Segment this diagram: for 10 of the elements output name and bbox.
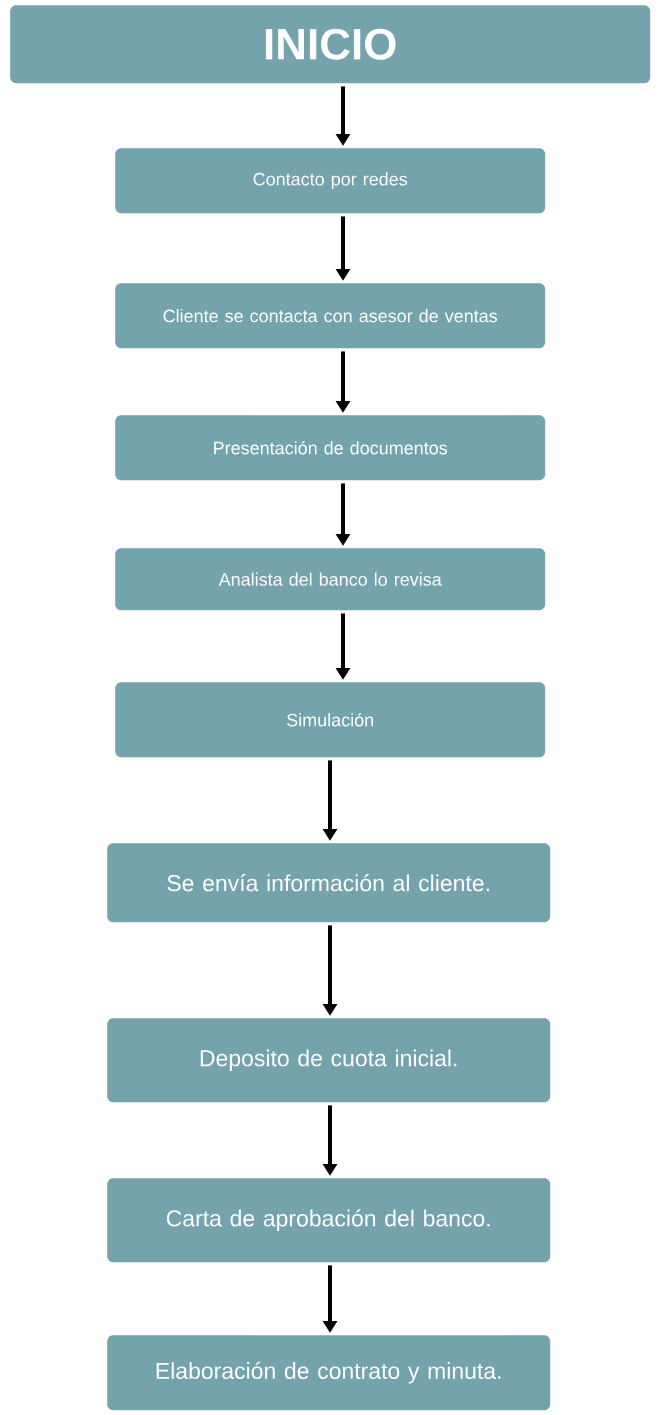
process-box: Se envía información al cliente. xyxy=(107,843,551,923)
process-box: Contacto por redes xyxy=(115,148,546,214)
start-box: INICIO xyxy=(10,5,651,84)
process-box: Presentación de documentos xyxy=(115,415,546,481)
process-box: Elaboración de contrato y minuta. xyxy=(107,1335,551,1411)
process-box: Cliente se contacta con asesor de ventas xyxy=(115,283,546,349)
process-box: Carta de aprobación del banco. xyxy=(107,1178,551,1263)
process-box: Analista del banco lo revisa xyxy=(115,548,546,611)
process-box: Simulación xyxy=(115,682,546,758)
process-box: Deposito de cuota inicial. xyxy=(107,1018,551,1103)
